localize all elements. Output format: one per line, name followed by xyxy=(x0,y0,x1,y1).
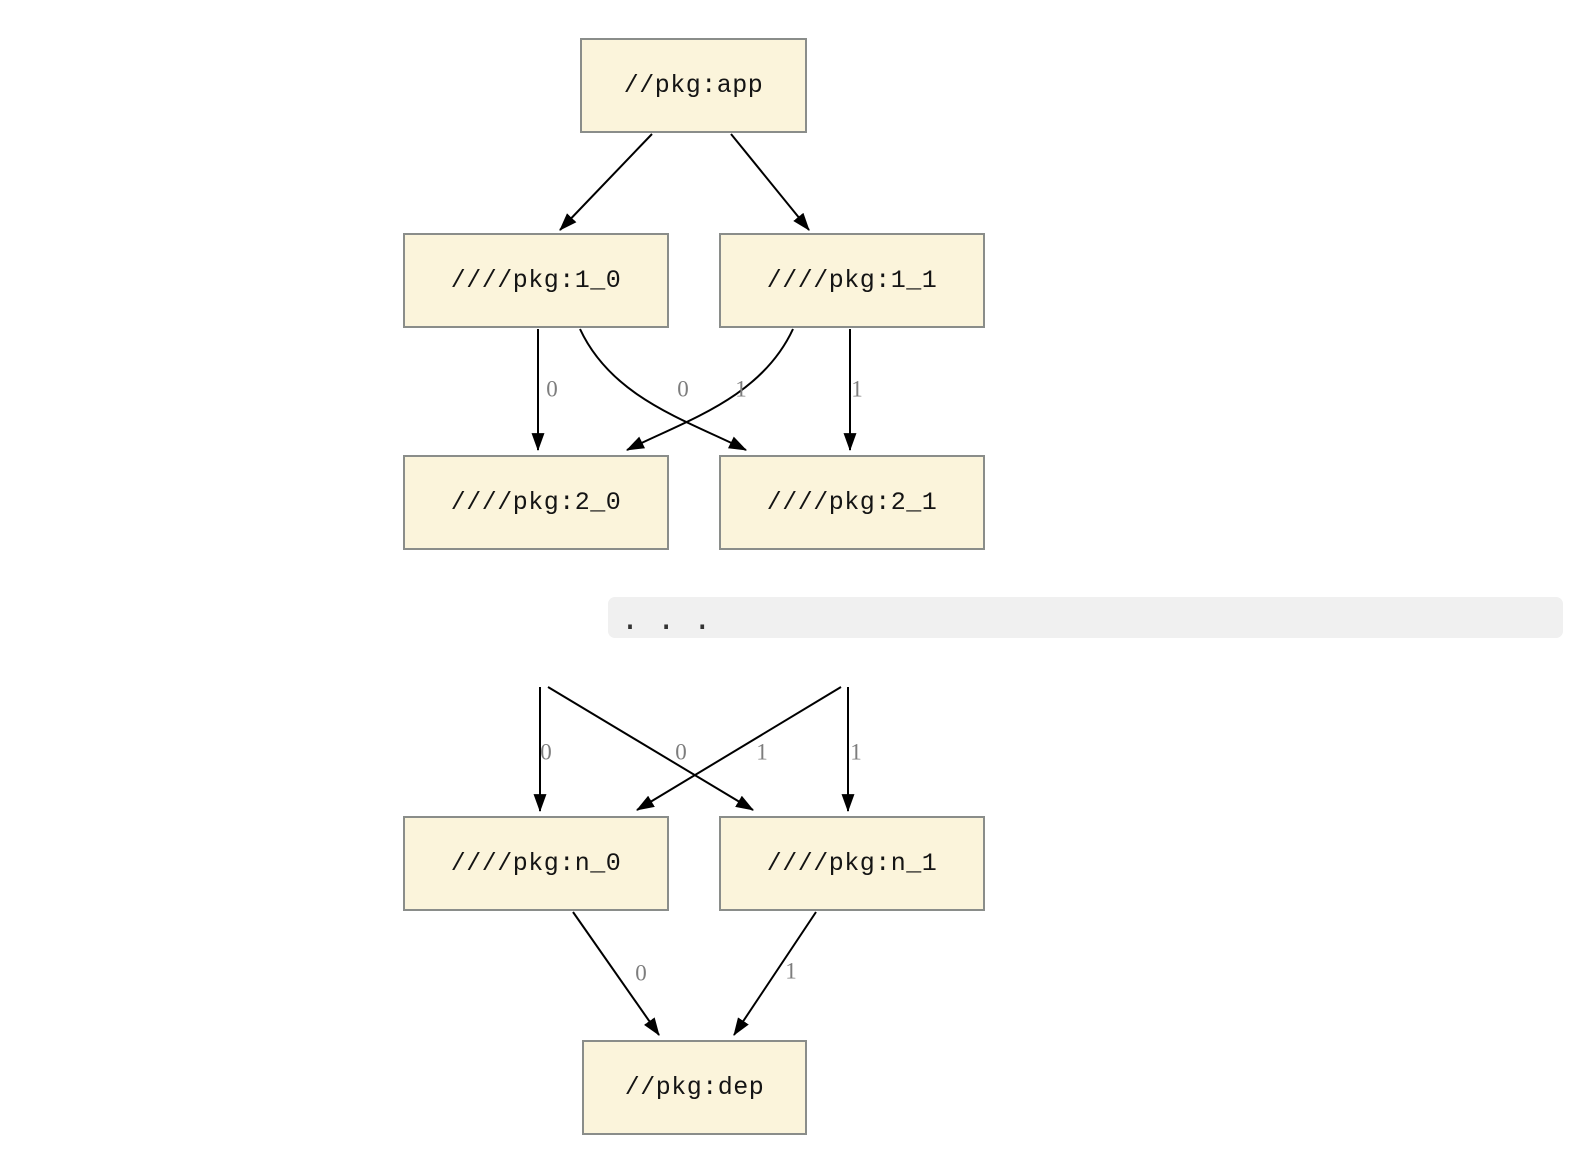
edge-elided-n_1-cross xyxy=(547,686,754,811)
edge-label: 1 xyxy=(785,958,797,984)
edge-label: 1 xyxy=(756,739,768,765)
ellipsis-text: . . . xyxy=(621,602,712,637)
node-pkg-app: //pkg:app xyxy=(580,38,807,133)
node-label: //pkg:app xyxy=(623,71,764,100)
elided-section-bar: . . . xyxy=(608,597,1563,638)
edge-n_1-dep xyxy=(733,911,817,1036)
node-pkg-1-0: ////pkg:1_0 xyxy=(403,233,669,328)
node-pkg-1-1: ////pkg:1_1 xyxy=(719,233,985,328)
edge-label: 0 xyxy=(540,739,552,765)
node-pkg-2-1: ////pkg:2_1 xyxy=(719,455,985,550)
edge-elided-n_0-cross xyxy=(636,686,842,811)
edge-app-1_0 xyxy=(559,133,653,231)
node-pkg-2-0: ////pkg:2_0 xyxy=(403,455,669,550)
edge-label: 0 xyxy=(675,739,687,765)
node-label: ////pkg:2_0 xyxy=(450,488,622,517)
node-label: ////pkg:1_1 xyxy=(766,266,938,295)
node-label: ////pkg:1_0 xyxy=(450,266,622,295)
edge-1_1-2_0 xyxy=(626,328,794,451)
node-label: ////pkg:n_0 xyxy=(450,849,622,878)
node-label: ////pkg:2_1 xyxy=(766,488,938,517)
node-label: ////pkg:n_1 xyxy=(766,849,938,878)
node-pkg-dep: //pkg:dep xyxy=(582,1040,807,1135)
edge-app-1_1 xyxy=(730,133,810,231)
node-pkg-n-1: ////pkg:n_1 xyxy=(719,816,985,911)
edge-label: 0 xyxy=(635,960,647,986)
edge-label: 1 xyxy=(735,376,747,402)
edge-label: 0 xyxy=(677,376,689,402)
edge-1_0-2_1 xyxy=(579,328,747,451)
node-pkg-n-0: ////pkg:n_0 xyxy=(403,816,669,911)
edge-label: 1 xyxy=(850,739,862,765)
edge-label: 0 xyxy=(546,376,558,402)
node-label: //pkg:dep xyxy=(624,1073,765,1102)
edge-label: 1 xyxy=(851,376,863,402)
